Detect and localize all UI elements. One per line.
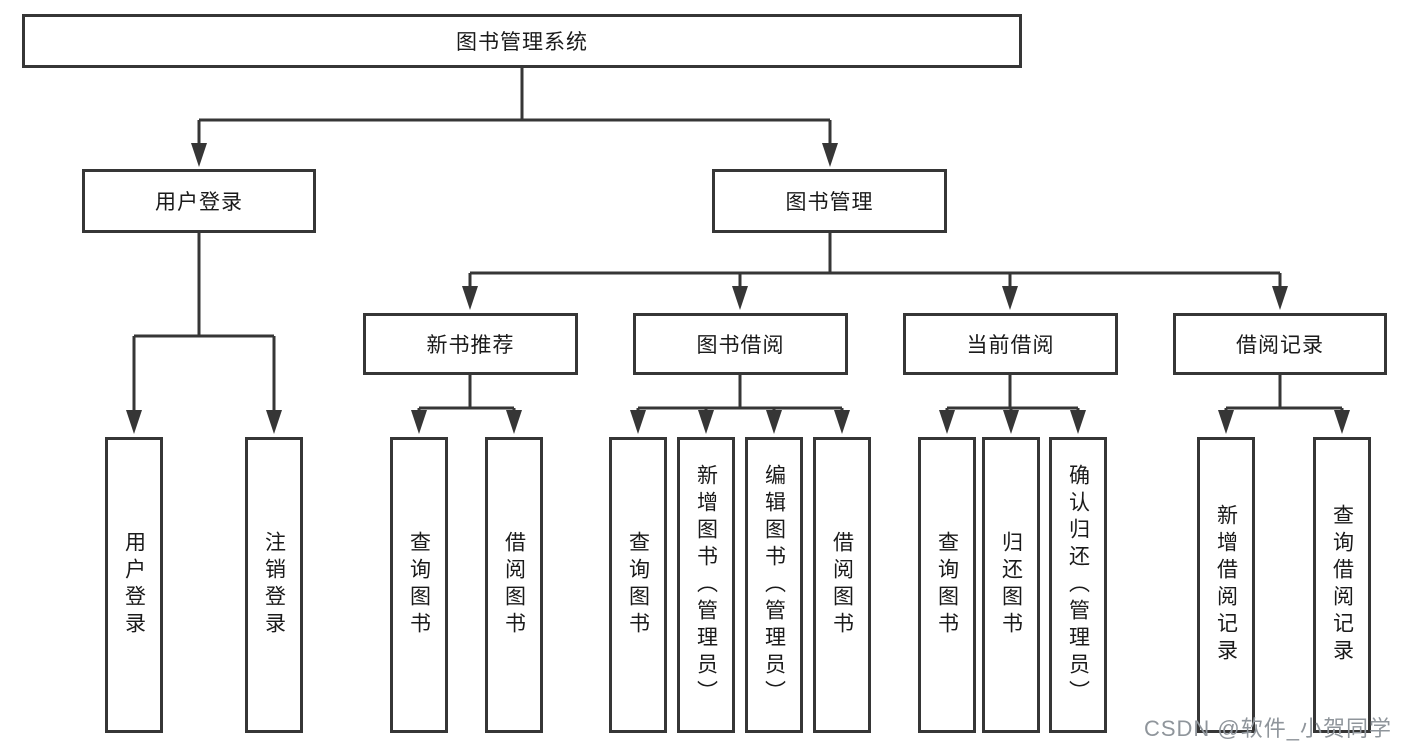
node-book-mgmt-label: 图书管理 [785, 191, 874, 214]
leaf-current-confirm-admin-label: 确认归还（管理员） [1066, 463, 1090, 707]
leaf-newbooks-borrow: 借阅图书 [485, 437, 543, 733]
node-user-login-label: 用户登录 [155, 191, 243, 214]
node-borrow-records: 借阅记录 [1173, 313, 1387, 375]
node-root: 图书管理系统 [22, 14, 1022, 68]
leaf-newbooks-query: 查询图书 [390, 437, 448, 733]
node-current-borrow-label: 当前借阅 [966, 334, 1055, 357]
arrowhead-nb1 [411, 410, 427, 434]
leaf-records-query-label: 查询借阅记录 [1330, 504, 1354, 666]
node-book-borrow-label: 图书借阅 [696, 334, 785, 357]
leaf-borrow-borrow: 借阅图书 [813, 437, 871, 733]
leaf-records-add-label: 新增借阅记录 [1214, 504, 1238, 666]
leaf-borrow-borrow-label: 借阅图书 [830, 531, 854, 639]
arrowhead-bw4 [834, 410, 850, 434]
leaf-logout: 注销登录 [245, 437, 303, 733]
leaf-newbooks-query-label: 查询图书 [407, 531, 431, 639]
arrowhead-bw1 [630, 410, 646, 434]
node-user-login: 用户登录 [82, 169, 316, 233]
leaf-user-login-label: 用户登录 [122, 531, 146, 639]
csdn-watermark: CSDN @软件_小贺同学 [1143, 716, 1392, 741]
leaf-borrow-edit-admin-label: 编辑图书（管理员） [762, 463, 786, 707]
leaf-newbooks-borrow-label: 借阅图书 [502, 531, 526, 639]
arrowhead-rec [1272, 286, 1288, 310]
leaf-current-query: 查询图书 [918, 437, 976, 733]
arrowhead-cu3 [1070, 410, 1086, 434]
leaf-records-query: 查询借阅记录 [1313, 437, 1371, 733]
node-borrow-records-label: 借阅记录 [1236, 334, 1324, 357]
arrowhead-nb2 [506, 410, 522, 434]
node-book-mgmt: 图书管理 [712, 169, 947, 233]
node-book-borrow: 图书借阅 [633, 313, 848, 375]
leaf-current-confirm-admin: 确认归还（管理员） [1049, 437, 1107, 733]
leaf-borrow-edit-admin: 编辑图书（管理员） [745, 437, 803, 733]
arrowhead-login2 [266, 410, 282, 434]
arrowhead-cu2 [1003, 410, 1019, 434]
leaf-logout-label: 注销登录 [262, 531, 286, 639]
arrowhead-re1 [1218, 410, 1234, 434]
arrowhead-bw3 [766, 410, 782, 434]
leaf-current-query-label: 查询图书 [935, 531, 959, 639]
leaf-borrow-query-label: 查询图书 [626, 531, 650, 639]
node-root-label: 图书管理系统 [456, 31, 588, 54]
leaf-current-return-label: 归还图书 [999, 531, 1023, 639]
leaf-records-add: 新增借阅记录 [1197, 437, 1255, 733]
arrowhead-borrow [732, 286, 748, 310]
arrowhead-login1 [126, 410, 142, 434]
node-current-borrow: 当前借阅 [903, 313, 1118, 375]
arrowhead-cur [1002, 286, 1018, 310]
leaf-borrow-add-admin-label: 新增图书（管理员） [694, 463, 718, 707]
arrowhead-bw2 [698, 410, 714, 434]
leaf-current-return: 归还图书 [982, 437, 1040, 733]
leaf-user-login: 用户登录 [105, 437, 163, 733]
arrowheads [126, 143, 1350, 434]
arrowhead-cu1 [939, 410, 955, 434]
leaf-borrow-add-admin: 新增图书（管理员） [677, 437, 735, 733]
arrowhead-re2 [1334, 410, 1350, 434]
arrowhead-login [191, 143, 207, 167]
leaf-borrow-query: 查询图书 [609, 437, 667, 733]
node-new-books-label: 新书推荐 [426, 334, 515, 357]
arrowhead-newb [462, 286, 478, 310]
node-new-books: 新书推荐 [363, 313, 578, 375]
arrowhead-mgmt [822, 143, 838, 167]
